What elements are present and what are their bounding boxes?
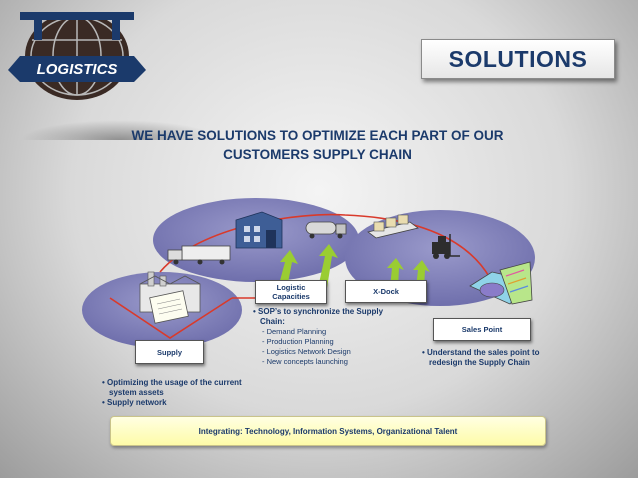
middle-sub-4: - New concepts launching: [262, 357, 348, 366]
left-bullet-1-line-2: system assets: [109, 388, 164, 397]
xdock-label: X-Dock: [373, 287, 399, 296]
left-bullet-1-line-1: • Optimizing the usage of the current: [102, 378, 242, 387]
middle-bullet-main-cont: Chain:: [260, 317, 285, 326]
solutions-title-box: SOLUTIONS: [421, 39, 615, 79]
middle-sub-2: - Production Planning: [262, 337, 334, 346]
xdock-box: X-Dock: [345, 280, 427, 303]
heading-line-2: CUSTOMERS SUPPLY CHAIN: [223, 147, 412, 162]
logistic-capacities-line-1: Logistic: [276, 283, 306, 292]
store-shelves-icon: [469, 261, 533, 305]
logo-text: LOGISTICS: [37, 61, 118, 78]
tanker-truck-icon: [305, 221, 347, 239]
right-bullet-line-1: • Understand the sales point to: [422, 348, 540, 357]
middle-bullets: • SOP’s to synchronize the Supply Chain:…: [253, 307, 403, 367]
decorative-swoosh: [20, 120, 220, 140]
logistic-capacities-line-2: Capacities: [272, 292, 310, 301]
integrating-text: Integrating: Technology, Information Sys…: [198, 426, 458, 436]
middle-bullet-main: • SOP’s to synchronize the Supply: [253, 307, 384, 316]
sales-point-label: Sales Point: [461, 325, 503, 334]
logistic-capacities-box: Logistic Capacities: [255, 280, 327, 304]
page-title: SOLUTIONS: [448, 45, 588, 72]
conveyor-boxes-icon: [367, 214, 419, 239]
forklift-icon: [432, 234, 460, 259]
right-bullet-line-2: redesign the Supply Chain: [429, 358, 530, 367]
truck-trailer-icon: [167, 245, 231, 265]
supply-label: Supply: [156, 347, 182, 357]
integrating-bar: Integrating: Technology, Information Sys…: [110, 416, 546, 446]
supply-box: Supply: [135, 340, 204, 364]
heading-line-1: WE HAVE SOLUTIONS TO OPTIMIZE EACH PART …: [131, 128, 504, 143]
order-document-icon: [149, 290, 189, 324]
right-bullets: • Understand the sales point to redesign…: [422, 348, 562, 368]
left-bullet-2: • Supply network: [102, 398, 167, 407]
middle-sub-3: - Logistics Network Design: [262, 347, 351, 356]
warehouse-icon: [235, 211, 283, 249]
left-bullets: • Optimizing the usage of the current sy…: [102, 378, 262, 408]
middle-sub-1: - Demand Planning: [262, 327, 327, 336]
sales-point-box: Sales Point: [433, 318, 531, 341]
heading: WE HAVE SOLUTIONS TO OPTIMIZE EACH PART …: [90, 126, 545, 164]
logistics-logo: LOGISTICS: [8, 12, 146, 100]
